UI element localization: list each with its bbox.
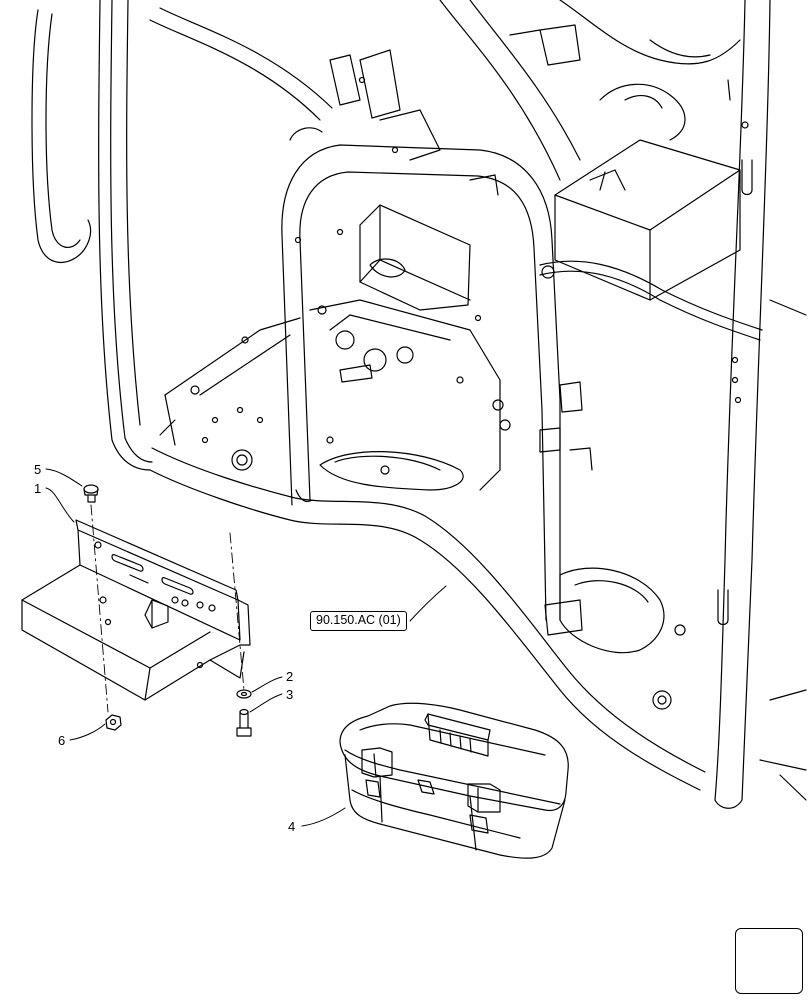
cab-frame xyxy=(31,0,807,809)
callout-2: 2 xyxy=(286,669,294,684)
callout-1: 1 xyxy=(34,481,42,496)
mounting-bracket-part-1 xyxy=(21,519,251,701)
reference-link-box[interactable]: 90.150.AC (01) xyxy=(310,611,407,631)
hardware-parts xyxy=(83,484,252,737)
leader-lines xyxy=(45,468,447,827)
callout-3: 3 xyxy=(286,687,294,702)
toolbox-part-4 xyxy=(339,702,569,859)
callout-4: 4 xyxy=(288,819,296,834)
nav-icon-frame[interactable] xyxy=(735,928,803,994)
callout-6: 6 xyxy=(58,733,66,748)
callout-5: 5 xyxy=(34,462,42,477)
